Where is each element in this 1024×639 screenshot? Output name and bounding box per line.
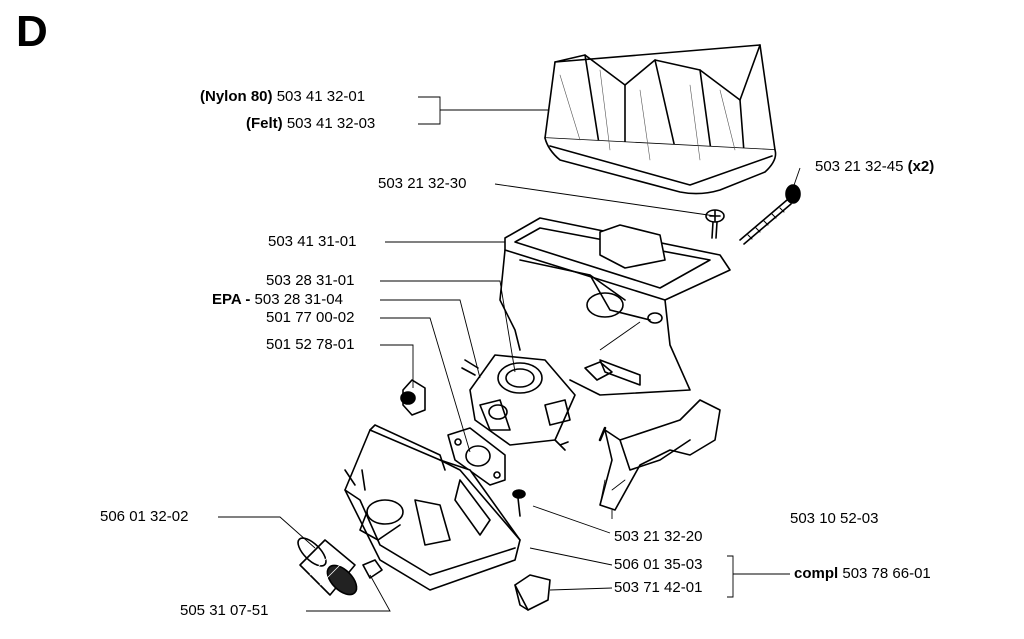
choke-lever-drawing (598, 399, 721, 511)
label-carburetor: 503 28 31-01 (266, 272, 354, 290)
label-filter-nylon: (Nylon 80) 503 41 32-01 (200, 88, 365, 106)
qualifier: (Felt) (246, 115, 283, 132)
label-filter-felt: (Felt) 503 41 32-03 (246, 115, 375, 133)
section-letter: D (16, 7, 48, 56)
label-carburetor-epa: EPA - 503 28 31-04 (212, 291, 343, 309)
housing-top-drawing (499, 217, 731, 396)
part-number: 503 41 31-01 (268, 233, 357, 250)
part-number: 506 01 35-03 (614, 556, 703, 573)
label-plug: 505 31 07-51 (180, 602, 268, 620)
part-number: 503 41 32-03 (286, 115, 376, 132)
label-nut-block: 501 52 78-01 (266, 336, 354, 354)
part-number: 503 21 32-45 (815, 158, 904, 175)
screw-top-drawing (705, 209, 725, 239)
qualifier: (Nylon 80) (200, 88, 273, 105)
intake-body-drawing (344, 424, 521, 591)
part-number: 501 52 78-01 (266, 336, 355, 353)
label-intake-body: 506 01 35-03 (614, 556, 702, 574)
part-number: 505 31 07-51 (180, 602, 269, 619)
label-screw-small: 503 21 32-20 (614, 528, 702, 546)
plug-drawing (362, 559, 383, 579)
qualifier: EPA - (212, 291, 251, 308)
label-housing-top: 503 41 31-01 (268, 233, 356, 251)
label-gasket: 501 77 00-02 (266, 309, 354, 327)
screw-long-drawing (739, 184, 801, 245)
cylinder-sleeve-drawing (297, 537, 358, 596)
qualifier: compl (794, 565, 839, 582)
part-number: 503 41 32-01 (276, 88, 366, 105)
quantity: (x2) (907, 158, 935, 175)
part-number: 503 71 42-01 (614, 579, 703, 596)
screw-small-drawing (512, 489, 526, 517)
label-screw-top: 503 21 32-30 (378, 175, 466, 193)
part-number: 503 21 32-30 (378, 175, 467, 192)
label-bellow: 503 71 42-01 (614, 579, 702, 597)
part-number: 506 01 32-02 (100, 508, 189, 525)
part-number: 501 77 00-02 (266, 309, 355, 326)
label-cylinder-sleeve: 506 01 32-02 (100, 508, 188, 526)
part-number: 503 78 66-01 (842, 565, 931, 582)
nut-block-drawing (400, 379, 426, 416)
carburetor-drawing (461, 354, 576, 451)
label-set-compl: compl 503 78 66-01 (794, 565, 931, 583)
label-choke-lever: 503 10 52-03 (790, 510, 878, 528)
air-filter-drawing (544, 44, 777, 195)
gasket-drawing (447, 427, 506, 486)
part-number: 503 28 31-01 (266, 272, 355, 289)
part-number: 503 10 52-03 (790, 510, 879, 527)
part-number: 503 21 32-20 (614, 528, 703, 545)
label-screw-long: 503 21 32-45 (x2) (815, 158, 934, 176)
bellow-drawing (514, 574, 551, 611)
part-number: 503 28 31-04 (254, 291, 343, 308)
